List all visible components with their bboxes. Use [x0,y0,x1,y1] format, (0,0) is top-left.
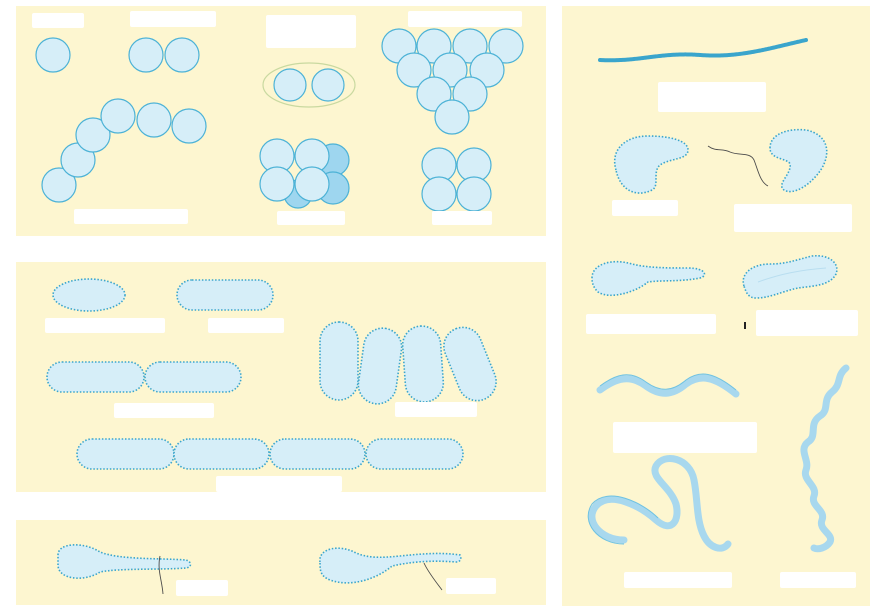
sarcinae [260,139,349,208]
label-sarcinae [277,211,345,225]
label-staphylococci [408,11,522,27]
staphylococci [382,29,523,134]
streptobacilli [77,439,463,469]
label-coccobacillus [45,318,165,333]
comma-shaped-rod [743,256,837,298]
streptococci [42,99,206,202]
label-bacillus [208,318,284,333]
label-streptococci [74,209,188,224]
label-drumstick-bacillus [446,578,496,594]
label-comma-rod [756,310,858,336]
vibrio-with-flagellum [708,130,827,192]
spirochete-long [588,458,728,548]
label-club-shaped-bacillus [176,580,228,596]
label-vibrio-flagellum [734,204,852,232]
label-tetrads [432,211,492,225]
spirillum-thin [600,40,806,60]
label-vibrio [612,200,678,216]
club-shaped-bacillus-with-flagellum [58,545,191,594]
spirillum-wavy [600,374,736,394]
diplobacilli [47,362,241,392]
spirochete-tight-coil [804,368,846,549]
diplococci [129,38,199,72]
label-spirochete-coil [780,572,856,588]
label-palisades [395,402,477,417]
label-encapsulated-diplococci [266,15,356,48]
drumstick-bacillus-with-flagellum [320,548,461,590]
label-flagellated-panel-band [16,495,546,515]
label-spirillum-wavy [613,422,757,453]
bacillus-single [177,280,273,310]
coccus-single [36,38,70,72]
club-shaped-curved-rod [592,262,704,296]
tick-mark [744,322,746,329]
label-spirochete-long [624,572,732,588]
label-coccus [32,13,84,28]
encapsulated-diplococci [263,63,355,107]
coccobacillus [53,279,125,311]
label-diplobacilli [114,403,214,418]
vibrio [615,136,688,193]
label-streptobacilli [216,476,342,492]
label-spirillum [658,82,766,112]
label-diplococci [130,11,216,27]
label-club-curved-rod [586,314,716,334]
tetrads [422,148,491,211]
palisades [320,322,502,407]
